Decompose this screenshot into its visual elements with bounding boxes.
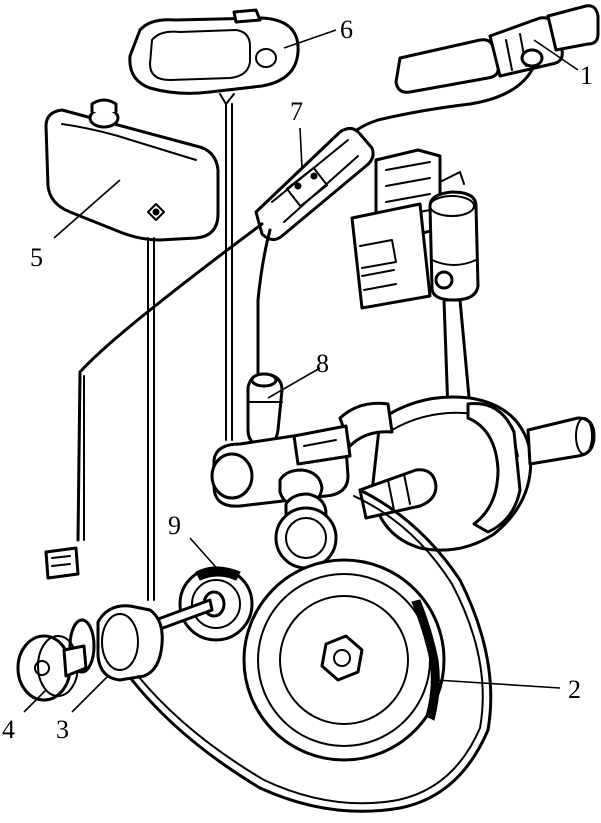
check-valve	[246, 372, 284, 448]
connecting-rod	[442, 298, 472, 414]
pump-body	[210, 424, 438, 532]
leader-lines	[23, 29, 579, 713]
cable-junction	[254, 127, 375, 241]
part-6-body	[128, 8, 300, 105]
throttle-grip	[394, 4, 600, 94]
callout-9: 9	[168, 511, 181, 540]
callout-1: 1	[580, 61, 593, 90]
callout-3: 3	[56, 715, 69, 744]
cylinder-assembly	[350, 148, 480, 310]
pump-cap	[16, 634, 88, 702]
callout-8: 8	[316, 349, 329, 378]
oil-pump-gear	[178, 566, 254, 642]
crankshaft	[338, 395, 596, 552]
callout-6: 6	[340, 15, 353, 44]
small-pump-gear	[274, 506, 338, 570]
oil-line-left	[76, 222, 264, 542]
delivery-pipe	[130, 488, 493, 813]
callout-2: 2	[568, 675, 581, 704]
throttle-cable	[350, 64, 536, 136]
line-bracket	[44, 546, 80, 580]
callout-7: 7	[290, 97, 303, 126]
crank-gear	[242, 558, 446, 762]
callout-5: 5	[30, 243, 43, 272]
oil-tank	[44, 98, 220, 242]
callout-4: 4	[2, 715, 15, 744]
